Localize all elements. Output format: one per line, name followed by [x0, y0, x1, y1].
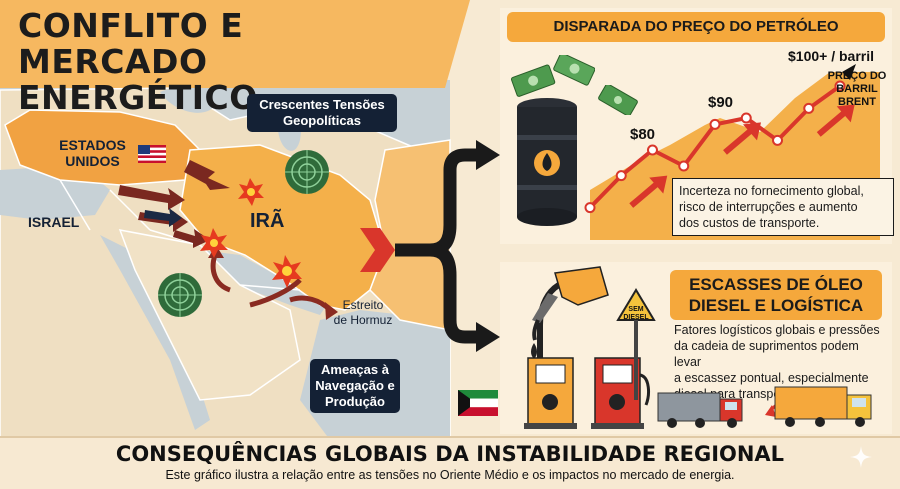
price-point: [615, 170, 627, 182]
title-line-1: CONFLITO E MERCADO: [18, 6, 244, 81]
up-arrow-icon: [816, 104, 855, 137]
title-line-2: ENERGÉTICO: [18, 78, 258, 117]
diesel-illustration: [524, 266, 872, 429]
oil-barrel-icon: [510, 55, 595, 226]
page-title: CONFLITO E MERCADO ENERGÉTICO: [18, 8, 438, 116]
price-point: [803, 102, 815, 114]
iran-label: IRÃ: [250, 210, 285, 232]
oil-price-chart: [584, 64, 856, 214]
diesel-banner: ESCASSES DE ÓLEO DIESEL E LOGÍSTICA: [670, 270, 882, 320]
fuel-pump-icon: [524, 357, 577, 429]
price-point: [834, 80, 846, 92]
up-arrow-icon: [629, 175, 668, 208]
no-diesel-sign-text: SEM DIESEL: [623, 306, 649, 321]
sparkle-icon: [850, 446, 872, 468]
price-point: [647, 144, 658, 156]
money-icon: [598, 85, 638, 115]
truck-icon: [657, 392, 743, 428]
price-point: [678, 160, 690, 172]
price-point: [740, 112, 752, 124]
threat-label: Ameaças à Navegação e Produção: [310, 359, 400, 413]
price-arrow-head: [842, 64, 856, 80]
flag-icon: [458, 390, 498, 416]
price-point: [772, 134, 783, 146]
footer-title: CONSEQUÊNCIAS GLOBAIS DA INSTABILIDADE R…: [115, 442, 785, 466]
warning-sign-icon: [616, 288, 656, 400]
footer-subtitle: Este gráfico ilustra a relação entre as …: [165, 468, 735, 482]
explosion-icon: [238, 178, 264, 206]
oil-price-banner: DISPARADA DO PREÇO DO PETRÓLEO: [507, 12, 885, 42]
us-flag-icon: [138, 145, 166, 163]
price-label-100: $100+ / barril: [788, 48, 875, 64]
israel-label: ISRAEL: [28, 214, 80, 230]
hormuz-strait-label: Estreito de Hormuz: [333, 298, 393, 327]
oil-panel-text: Incerteza no fornecimento global, risco …: [672, 178, 894, 236]
price-label-80: $80: [630, 126, 656, 143]
fuel-nozzle-icon: [531, 266, 609, 359]
price-point: [709, 118, 721, 130]
brent-label: PREÇO DO BARRIL BRENT: [827, 70, 887, 108]
price-point: [584, 202, 596, 214]
price-label-90: $90: [708, 94, 734, 111]
tension-label: Crescentes Tensões Geopolíticas: [247, 94, 397, 132]
usa-label: ESTADOS UNIDOS: [59, 137, 126, 169]
up-arrow-icon: [723, 122, 761, 155]
radar-icon: [285, 150, 329, 194]
